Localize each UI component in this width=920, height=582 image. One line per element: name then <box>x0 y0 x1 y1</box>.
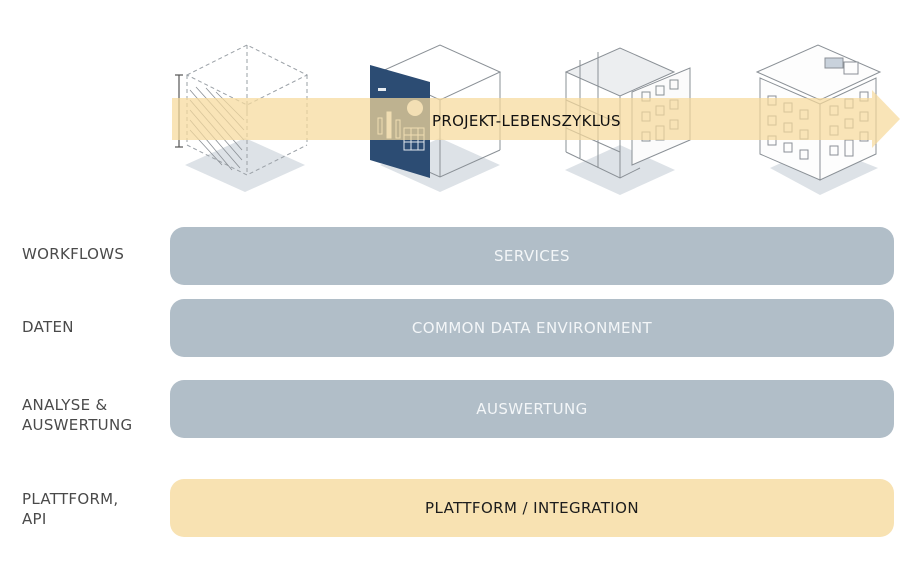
lifecycle-arrow <box>172 90 900 148</box>
lifecycle-label: PROJEKT-LEBENSZYKLUS <box>432 112 621 130</box>
layer-bar-auswertung: AUSWERTUNG <box>170 380 894 438</box>
layer-bar-plattform-integration: PLATTFORM / INTEGRATION <box>170 479 894 537</box>
category-label-daten: DATEN <box>22 318 74 336</box>
category-label-plattform: PLATTFORM, API <box>22 489 118 529</box>
category-label-line: AUSWERTUNG <box>22 416 133 434</box>
layer-bar-common-data-environment: COMMON DATA ENVIRONMENT <box>170 299 894 357</box>
category-label-workflows: WORKFLOWS <box>22 245 125 263</box>
category-label-line: API <box>22 510 47 528</box>
category-label-line: ANALYSE & <box>22 396 108 414</box>
project-lifecycle-graphic <box>172 44 900 195</box>
category-label-analyse: ANALYSE & AUSWERTUNG <box>22 395 132 435</box>
layer-bar-services: SERVICES <box>170 227 894 285</box>
category-label-line: PLATTFORM, <box>22 490 119 508</box>
